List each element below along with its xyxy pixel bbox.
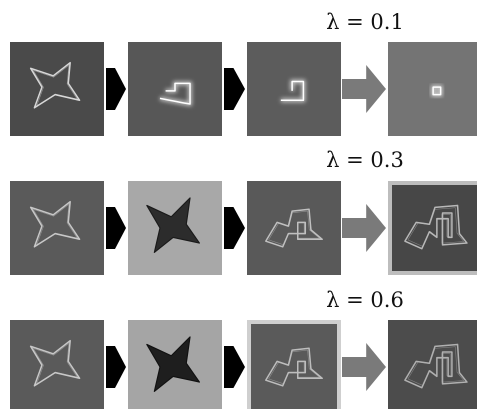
lambda-label-row-2: λ = 0.3 — [326, 148, 404, 172]
contour-seed — [29, 339, 81, 387]
contour-panel-row-2-step-2 — [128, 181, 222, 275]
arrow-shape — [224, 68, 245, 110]
contour-inner-line — [268, 210, 321, 246]
contour-shape — [29, 61, 81, 109]
contour-inner-line — [32, 64, 78, 107]
arrow-shape — [106, 68, 126, 110]
contour-panel-row-3-step-3 — [247, 320, 341, 409]
contour-panel-row-1-step-1 — [10, 42, 104, 136]
contour-tiny-square — [280, 80, 305, 102]
contour-inner-line — [407, 346, 465, 387]
arrow-shape — [342, 343, 386, 391]
small-arrow-icon — [106, 203, 126, 253]
contour-small-square — [159, 82, 191, 105]
contour-shape — [280, 79, 306, 103]
lambda-label-row-3: λ = 0.6 — [326, 288, 404, 312]
contour-shape — [404, 204, 468, 250]
contour-shape — [146, 197, 201, 254]
lambda-label-row-1: λ = 0.1 — [326, 10, 404, 34]
contour-star — [146, 197, 201, 254]
contour-panel-row-1-step-4 — [388, 42, 477, 136]
contour-dot — [432, 86, 442, 96]
contour-shape — [265, 347, 323, 387]
arrow-shape — [224, 346, 245, 388]
arrow-shape — [224, 207, 245, 249]
large-arrow-icon — [342, 64, 386, 114]
contour-inner-line — [407, 207, 465, 248]
contour-shape — [146, 336, 201, 393]
contour-inner-line — [268, 349, 321, 385]
contour-glow — [431, 85, 443, 97]
arrow-shape — [342, 65, 386, 113]
contour-spiral-small — [265, 347, 323, 387]
contour-shape — [29, 200, 81, 248]
contour-panel-row-3-step-1 — [10, 320, 104, 409]
small-arrow-icon — [106, 342, 126, 392]
contour-panel-row-2-step-3 — [247, 181, 341, 275]
small-arrow-icon — [106, 64, 126, 114]
contour-shape — [159, 81, 192, 107]
contour-inner-line — [32, 203, 78, 246]
contour-seed — [29, 200, 81, 248]
contour-panel-row-1-step-3 — [247, 42, 341, 136]
contour-shape — [431, 85, 443, 97]
contour-seed — [29, 61, 81, 109]
contour-shape — [404, 343, 468, 389]
small-arrow-icon — [224, 203, 245, 253]
contour-panel-row-3-step-4 — [388, 320, 477, 409]
contour-spiral-large — [404, 204, 468, 250]
contour-panel-row-3-step-2 — [128, 320, 222, 409]
contour-shape — [265, 208, 323, 248]
contour-panel-row-2-step-1 — [10, 181, 104, 275]
contour-panel-row-1-step-2 — [128, 42, 222, 136]
contour-inner-line — [32, 342, 78, 385]
small-arrow-icon — [224, 64, 245, 114]
contour-panel-row-2-step-4 — [388, 181, 477, 275]
arrow-shape — [342, 204, 386, 252]
large-arrow-icon — [342, 203, 386, 253]
arrow-shape — [106, 207, 126, 249]
contour-shape — [29, 339, 81, 387]
contour-spiral-large — [404, 343, 468, 389]
contour-spiral-small — [265, 208, 323, 248]
arrow-shape — [106, 346, 126, 388]
large-arrow-icon — [342, 342, 386, 392]
contour-star — [146, 336, 201, 393]
small-arrow-icon — [224, 342, 245, 392]
